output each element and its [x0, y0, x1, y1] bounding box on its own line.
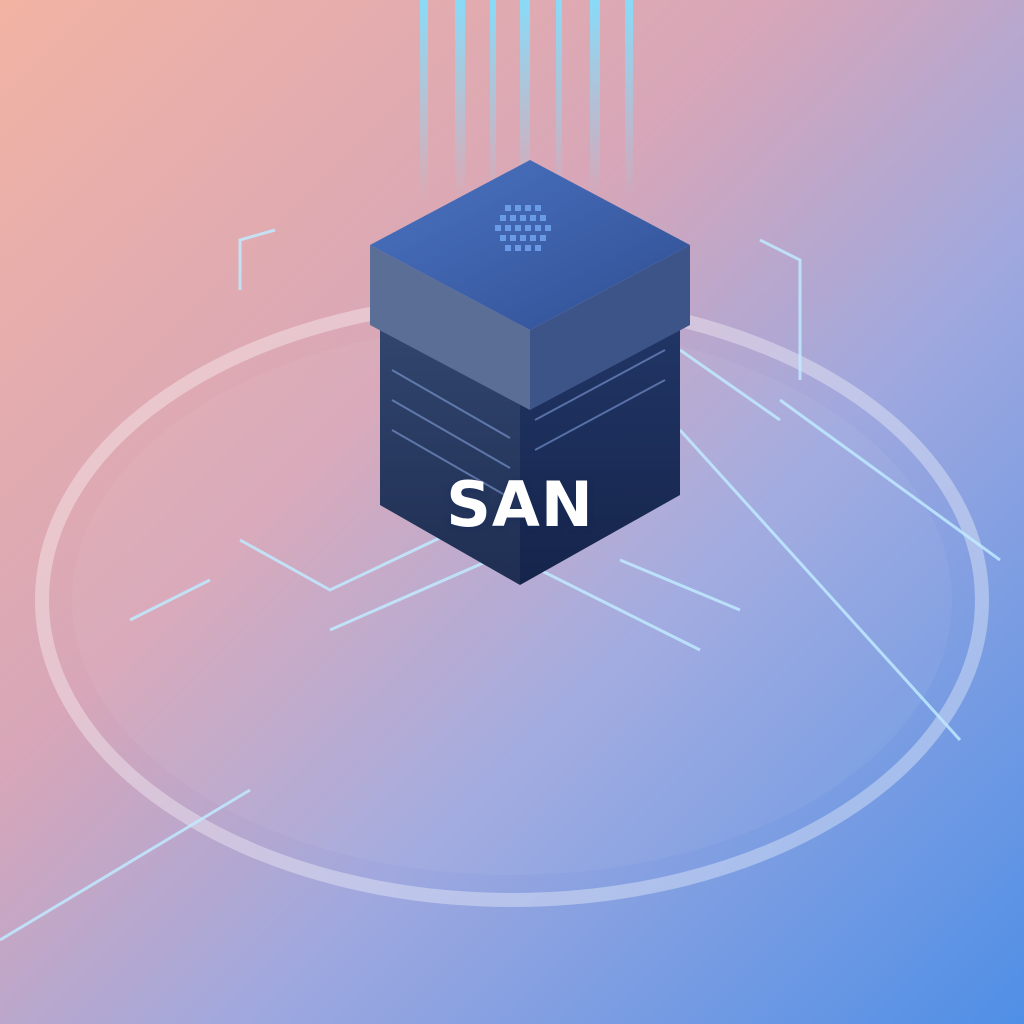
data-beams	[420, 0, 633, 200]
san-label: SAN	[446, 468, 594, 541]
central-storage-array	[370, 160, 690, 585]
